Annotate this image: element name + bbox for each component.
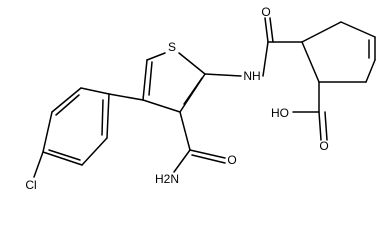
atom-label-o-carbamoyl: O bbox=[227, 153, 236, 167]
bond-n-camide bbox=[262, 41, 269, 77]
bond-ph6-ph1 bbox=[106, 93, 110, 139]
bond-c4-c3 bbox=[142, 99, 181, 113]
bond-ph5-ph6 bbox=[81, 137, 108, 166]
bond-c5-c4-inner bbox=[148, 61, 153, 96]
atom-label-nh: NH bbox=[243, 69, 260, 83]
atom-label-o-acid: O bbox=[319, 139, 328, 153]
atom-label-o-amide: O bbox=[261, 5, 270, 19]
bond-ph3-ph4 bbox=[42, 111, 53, 153]
bond-c3-ccarb bbox=[179, 111, 191, 151]
bond-ph4-ph5-inner bbox=[48, 149, 81, 161]
bond-c2r-c3r bbox=[340, 21, 376, 38]
bond-c1-c2r bbox=[301, 21, 342, 43]
bond-ccarb-o-b bbox=[191, 154, 226, 164]
atom-label-layer: S NH O HO O O H2N Cl bbox=[25, 5, 328, 192]
bond-ph6-ph1-inner bbox=[101, 99, 104, 136]
bond-layer bbox=[33, 17, 376, 178]
bond-camide-o-b bbox=[269, 17, 274, 43]
bond-c6r-c1 bbox=[301, 41, 320, 83]
molecule-drawing: S NH O HO O O H2N Cl bbox=[25, 5, 376, 192]
bond-cacid-o-a bbox=[318, 111, 322, 141]
bond-camide-o-a bbox=[264, 17, 269, 43]
bond-c4r-c5r bbox=[365, 59, 376, 83]
bond-c3-c2-inner bbox=[183, 77, 203, 105]
atom-label-h2n: H2N bbox=[155, 172, 179, 186]
bond-c4-ph bbox=[108, 93, 144, 101]
atom-label-cl: Cl bbox=[25, 178, 36, 192]
structure-canvas: S NH O HO O O H2N Cl bbox=[25, 5, 376, 192]
bond-ph2-ph3 bbox=[51, 87, 82, 113]
bond-ph4-cl bbox=[33, 151, 44, 178]
bond-cacid-o-b bbox=[324, 111, 328, 141]
bond-c2-s bbox=[178, 52, 206, 75]
bond-c2-n bbox=[204, 73, 242, 77]
bond-c5-c4 bbox=[142, 59, 148, 101]
bond-ph2-ph3-inner bbox=[55, 94, 80, 116]
bond-ccarb-n bbox=[173, 149, 191, 173]
atom-label-ho: HO bbox=[271, 106, 289, 120]
bond-ph1-ph2 bbox=[80, 87, 110, 95]
bond-s-c5 bbox=[146, 52, 166, 61]
atom-label-s: S bbox=[168, 40, 176, 54]
bond-ph4-ph5 bbox=[42, 151, 83, 166]
bond-ccarb-o-a bbox=[189, 149, 226, 159]
